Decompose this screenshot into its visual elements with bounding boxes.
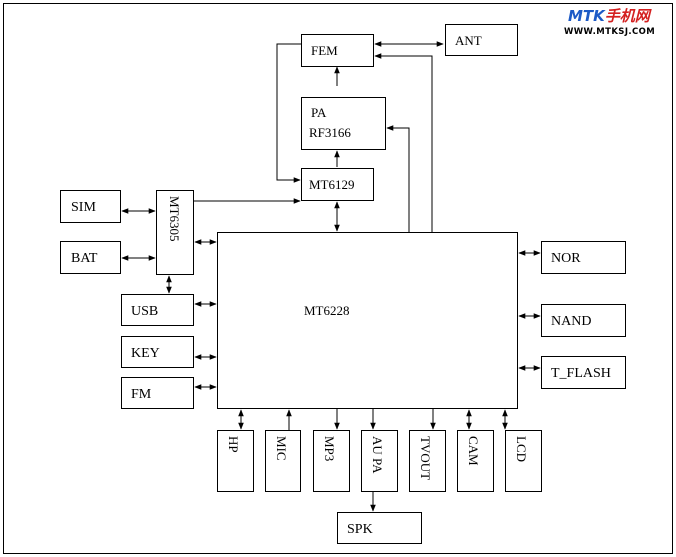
fem-block: FEM: [301, 34, 374, 67]
t-flash-label: T_FLASH: [551, 366, 611, 381]
tvout-block: TVOUT: [409, 430, 446, 492]
cam-block: CAM: [457, 430, 494, 492]
mt6228-fem-link: [374, 53, 433, 232]
mt6228-label: MT6228: [304, 303, 350, 318]
pa-label: PA: [311, 105, 327, 120]
t-flash-block: T_FLASH: [541, 356, 626, 389]
au-pa-block: AU PA: [361, 430, 398, 492]
mt6228-block: MT6228: [217, 232, 518, 409]
mp3-block: MP3: [313, 430, 350, 492]
site-logo: MTK手机网: [568, 7, 653, 25]
mic-block: MIC: [265, 430, 301, 492]
ant-block: ANT: [445, 24, 518, 56]
key-label: KEY: [131, 346, 160, 361]
spk-label: SPK: [347, 522, 373, 537]
pa-part-label: RF3166: [309, 125, 351, 140]
bat-label: BAT: [71, 251, 98, 266]
usb-block: USB: [121, 294, 194, 326]
site-url: WWW.MTKSJ.COM: [564, 27, 655, 37]
fm-label: FM: [131, 387, 152, 402]
ant-label: ANT: [455, 33, 482, 48]
nor-label: NOR: [551, 251, 581, 266]
bat-block: BAT: [60, 241, 121, 274]
nand-label: NAND: [551, 314, 591, 329]
mt6305-label: MT6305: [167, 196, 182, 242]
mp3-label: MP3: [322, 436, 337, 461]
mic-label: MIC: [274, 436, 289, 461]
lcd-block: LCD: [505, 430, 542, 492]
mt6129-block: MT6129: [301, 168, 374, 201]
cam-label: CAM: [466, 436, 481, 466]
spk-block: SPK: [337, 512, 422, 544]
diagram-frame: [3, 3, 673, 554]
lcd-label: LCD: [514, 436, 529, 462]
mt6228-pa-link: [386, 125, 410, 232]
tvout-label: TVOUT: [418, 436, 433, 480]
fm-block: FM: [121, 377, 194, 409]
pa-block: PA RF3166: [301, 97, 386, 150]
hp-block: HP: [217, 430, 254, 492]
mt6305-block: MT6305: [156, 190, 194, 275]
svg-text:MTK手机网: MTK手机网: [568, 7, 653, 25]
fem-mt6129-link: [276, 43, 301, 183]
fem-label: FEM: [311, 43, 338, 58]
sim-label: SIM: [71, 200, 96, 215]
au-pa-label: AU PA: [370, 436, 385, 474]
sim-block: SIM: [60, 190, 121, 223]
usb-label: USB: [131, 304, 158, 319]
hp-label: HP: [226, 436, 241, 453]
nor-block: NOR: [541, 241, 626, 274]
mt6129-label: MT6129: [309, 177, 355, 192]
nand-block: NAND: [541, 304, 626, 337]
key-block: KEY: [121, 336, 194, 368]
